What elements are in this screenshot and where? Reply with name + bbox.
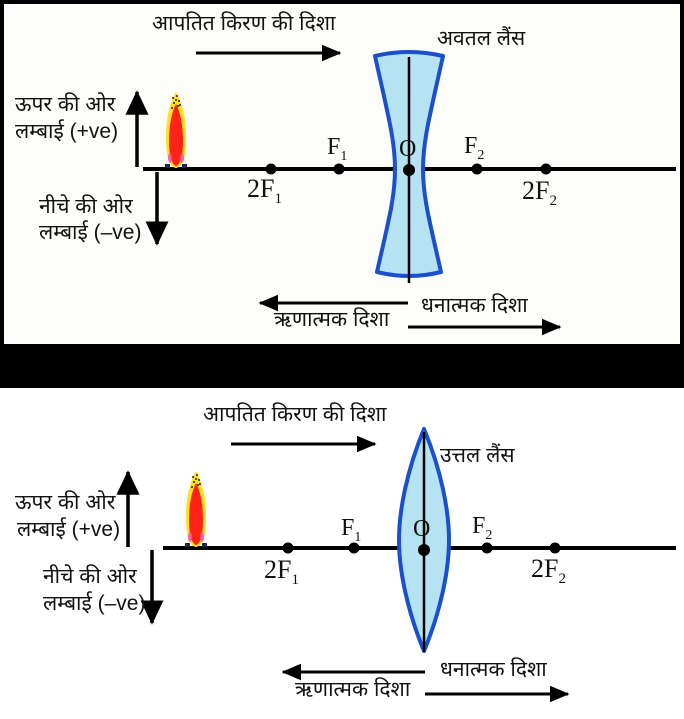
optical-center-label: O xyxy=(413,516,431,542)
candle-flame xyxy=(185,471,207,547)
axis-label-f1: F1 xyxy=(327,134,348,164)
negative-direction-label: ऋणात्मक दिशा xyxy=(295,678,411,701)
point-2f2-dot xyxy=(549,542,561,554)
axis-label-2f2: 2F2 xyxy=(522,176,558,210)
point-f1-dot xyxy=(333,163,345,175)
downward-length-label-line2: लम्बाई (–ve) xyxy=(39,221,142,244)
lens-name-label: उत्तल लैंस xyxy=(440,444,515,467)
point-f2-dot xyxy=(481,542,493,554)
upward-length-label-line1: ऊपर की ओर xyxy=(15,491,116,514)
negative-direction-label: ऋणात्मक दिशा xyxy=(274,308,390,331)
axis-label-f2: F2 xyxy=(464,133,485,163)
axis-label-f2: F2 xyxy=(472,513,493,543)
point-2f1-dot xyxy=(265,163,277,175)
upward-length-label-line2: लम्बाई (+ve) xyxy=(17,518,121,541)
convex-diagram-graphics xyxy=(116,427,676,703)
downward-length-label-line1: नीचे की ओर xyxy=(43,565,137,588)
concave-lens-diagram: आपतित किरण की दिशा अवतल लैंस ऊपर की ओर ल… xyxy=(0,0,684,350)
optical-center-dot xyxy=(418,544,430,556)
positive-direction-label: धनात्मक दिशा xyxy=(421,294,528,317)
positive-direction-label: धनात्मक दिशा xyxy=(440,658,547,681)
axis-label-f1: F1 xyxy=(341,515,362,545)
axis-label-2f1: 2F1 xyxy=(264,555,300,589)
incident-ray-direction-label: आपतित किरण की दिशा xyxy=(203,403,387,426)
optical-center-label: O xyxy=(399,136,417,162)
axis-label-2f1: 2F1 xyxy=(247,174,283,208)
incident-ray-direction-label: आपतित किरण की दिशा xyxy=(152,12,336,35)
point-2f1-dot xyxy=(282,542,294,554)
point-f2-dot xyxy=(471,163,483,175)
optical-center-dot xyxy=(403,164,415,176)
candle-flame xyxy=(165,92,187,168)
upward-length-label-line1: ऊपर की ओर xyxy=(15,93,116,116)
upward-length-label-line2: लम्बाई (+ve) xyxy=(15,120,119,143)
lens-name-label: अवतल लैंस xyxy=(437,27,526,50)
concave-diagram-graphics xyxy=(125,44,676,336)
downward-length-label-line1: नीचे की ओर xyxy=(39,195,133,218)
point-2f2-dot xyxy=(540,163,552,175)
point-f1-dot xyxy=(348,542,360,554)
axis-label-2f2: 2F2 xyxy=(531,554,567,588)
downward-length-label-line2: लम्बाई (–ve) xyxy=(43,592,146,615)
separator-band xyxy=(0,345,684,388)
convex-lens-diagram: आपतित किरण की दिशा उत्तल लैंस ऊपर की ओर … xyxy=(0,388,684,719)
